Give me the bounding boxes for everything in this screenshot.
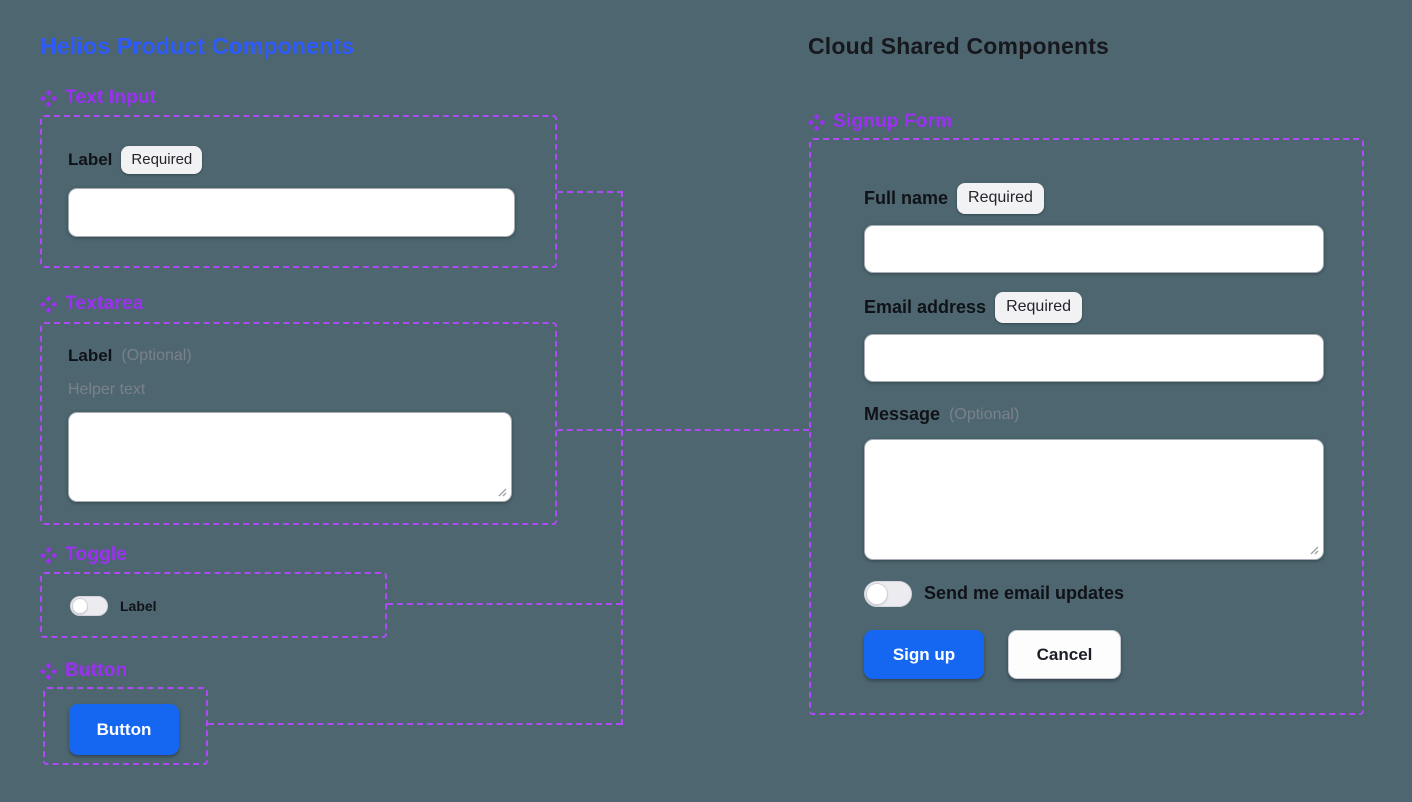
button-component-frame: Button — [43, 687, 208, 765]
text-input-heading-label: Text Input — [65, 87, 157, 108]
toggle-switch[interactable] — [70, 596, 108, 616]
required-badge: Required — [121, 146, 203, 174]
connector-button — [208, 723, 622, 725]
message-textarea[interactable] — [864, 439, 1324, 560]
full-name-input[interactable] — [864, 225, 1324, 273]
optional-hint: (Optional) — [121, 347, 192, 364]
textarea-field[interactable] — [68, 412, 512, 502]
connector-toggle — [387, 603, 622, 605]
message-optional-hint: (Optional) — [949, 405, 1020, 423]
text-input-component-frame: Label Required — [40, 115, 557, 268]
text-input-heading: Text Input — [40, 87, 156, 109]
button-heading: Button — [40, 660, 127, 682]
full-name-label: Full name — [864, 188, 949, 208]
button-heading-label: Button — [65, 660, 128, 681]
toggle-label: Label — [120, 598, 157, 614]
component-icon — [40, 546, 57, 564]
email-label: Email address — [864, 297, 987, 317]
button-component[interactable]: Button — [69, 704, 179, 755]
textarea-heading-label: Textarea — [65, 293, 144, 314]
toggle-component-frame: Label — [40, 572, 387, 638]
connector-textarea-to-form — [557, 429, 809, 431]
helios-title: Helios Product Components — [40, 33, 355, 59]
signup-form-frame: Full name Required Email address Require… — [809, 138, 1364, 715]
component-icon — [808, 113, 825, 131]
full-name-required-badge: Required — [957, 183, 1044, 214]
toggle-knob — [866, 583, 888, 605]
textarea-helper-text: Helper text — [68, 381, 146, 398]
connector-text-input — [557, 191, 623, 193]
message-label: Message — [864, 404, 941, 424]
email-updates-label: Send me email updates — [924, 583, 1125, 603]
toggle-heading: Toggle — [40, 544, 127, 566]
textarea-heading: Textarea — [40, 293, 143, 315]
component-icon — [40, 89, 57, 107]
cancel-button[interactable]: Cancel — [1008, 630, 1121, 679]
textarea-label: Label — [68, 346, 113, 365]
textarea-component-frame: Label (Optional) Helper text — [40, 322, 557, 525]
cloud-title: Cloud Shared Components — [808, 33, 1110, 59]
component-icon — [40, 295, 57, 313]
signup-form-heading: Signup Form — [808, 111, 952, 133]
text-input-field[interactable] — [68, 188, 515, 237]
toggle-knob — [72, 598, 88, 614]
sign-up-button[interactable]: Sign up — [864, 630, 984, 679]
text-input-label: Label — [68, 150, 113, 169]
email-input[interactable] — [864, 334, 1324, 382]
component-icon — [40, 662, 57, 680]
email-updates-toggle[interactable] — [864, 581, 912, 607]
toggle-heading-label: Toggle — [65, 544, 128, 565]
signup-form-heading-label: Signup Form — [833, 111, 953, 132]
connector-trunk — [621, 191, 623, 725]
email-required-badge: Required — [995, 292, 1082, 323]
